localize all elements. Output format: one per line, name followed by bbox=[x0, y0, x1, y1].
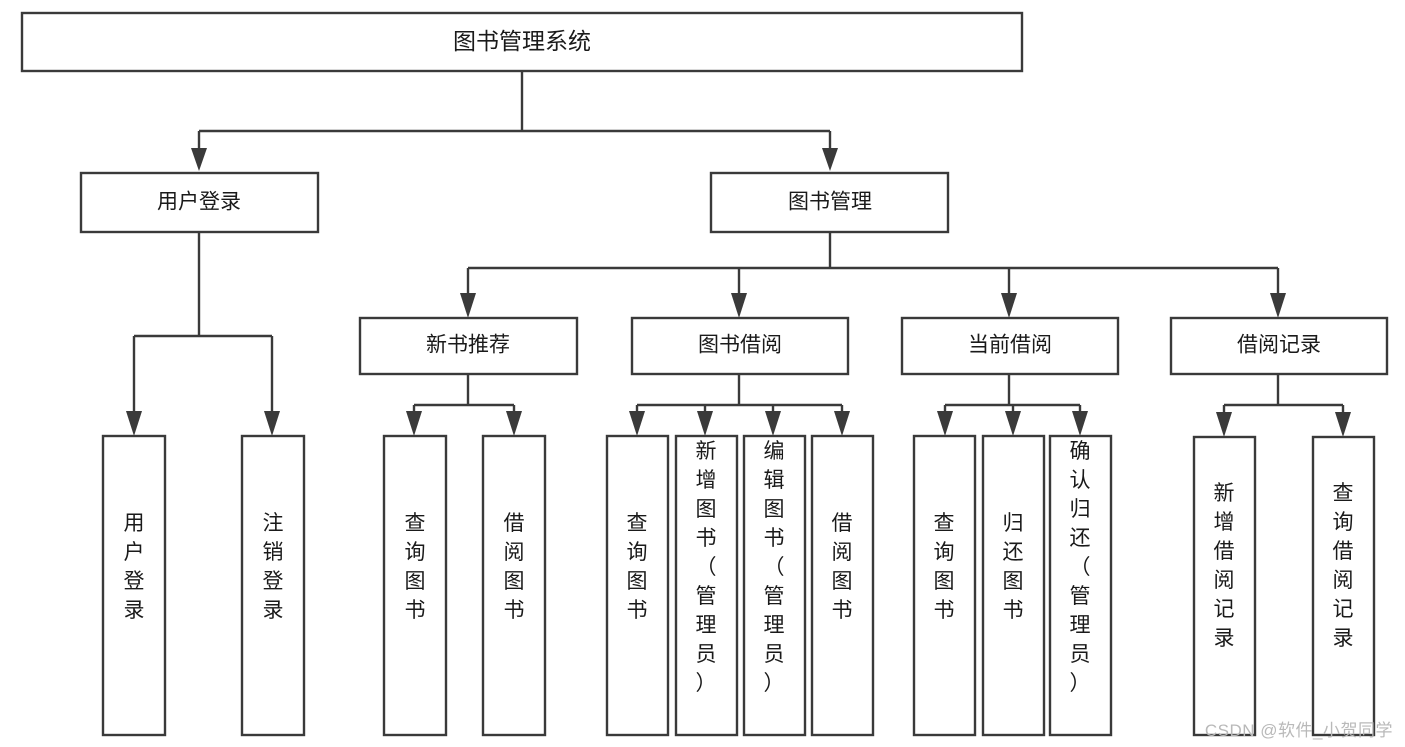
arrow-current-leaf-3 bbox=[1072, 411, 1088, 436]
arrow-root-to-book-mgmt bbox=[822, 148, 838, 171]
leaf-records-query-record[interactable]: 查询借阅记录 bbox=[1311, 435, 1376, 737]
arrow-current-leaf-2 bbox=[1005, 411, 1021, 436]
node-book-management[interactable]: 图书管理 bbox=[709, 171, 950, 234]
arrow-user-login-leaf-1 bbox=[126, 411, 142, 436]
leaf-records-query-record-box bbox=[1311, 435, 1376, 737]
arrow-borrow-leaf-3 bbox=[765, 411, 781, 436]
node-borrow-records-box bbox=[1169, 316, 1389, 376]
node-user-login-box bbox=[79, 171, 320, 234]
leaf-borrow-add-book-label: 新增图书（管理员） bbox=[696, 440, 717, 695]
node-user-login-label: 用户登录 bbox=[157, 191, 241, 214]
arrow-new-book-leaf-1 bbox=[406, 411, 422, 436]
leaf-new-book-borrow-label: 借阅图书 bbox=[504, 512, 525, 622]
arrow-book-mgmt-child-4 bbox=[1270, 293, 1286, 318]
leaf-borrow-query-book[interactable]: 查询图书 bbox=[605, 434, 670, 737]
node-book-borrow-label: 图书借阅 bbox=[698, 334, 782, 357]
leaf-user-login-login-box bbox=[101, 434, 167, 737]
arrow-borrow-leaf-4 bbox=[834, 411, 850, 436]
leaf-new-book-borrow[interactable]: 借阅图书 bbox=[481, 434, 547, 737]
leaf-new-book-query-box bbox=[382, 434, 448, 737]
leaf-new-book-query-label: 查询图书 bbox=[405, 512, 426, 622]
leaf-user-login-logout-box bbox=[240, 434, 306, 737]
leaf-current-query-book[interactable]: 查询图书 bbox=[912, 434, 977, 737]
leaf-current-return-book[interactable]: 归还图书 bbox=[981, 434, 1046, 737]
arrow-borrow-leaf-2 bbox=[697, 411, 713, 436]
arrow-book-mgmt-child-2 bbox=[731, 293, 747, 318]
node-book-management-label: 图书管理 bbox=[788, 191, 872, 214]
leaf-borrow-borrow-book[interactable]: 借阅图书 bbox=[810, 434, 875, 737]
arrow-book-mgmt-child-3 bbox=[1001, 293, 1017, 318]
leaf-new-book-borrow-box bbox=[481, 434, 547, 737]
leaf-user-login-logout-label: 注销登录 bbox=[263, 512, 284, 622]
arrow-borrow-leaf-1 bbox=[629, 411, 645, 436]
node-user-login[interactable]: 用户登录 bbox=[79, 171, 320, 234]
leaf-borrow-query-book-box bbox=[605, 434, 670, 737]
leaf-borrow-edit-book-label: 编辑图书（管理员） bbox=[764, 440, 785, 695]
node-new-book-recommend-label: 新书推荐 bbox=[426, 334, 510, 357]
leaf-records-query-record-label: 查询借阅记录 bbox=[1333, 482, 1354, 650]
node-current-borrow-box bbox=[900, 316, 1120, 376]
node-new-book-recommend-box bbox=[358, 316, 579, 376]
node-root-system-box bbox=[20, 11, 1024, 73]
node-book-borrow[interactable]: 图书借阅 bbox=[630, 316, 850, 376]
arrow-records-leaf-2 bbox=[1335, 412, 1351, 437]
node-current-borrow-label: 当前借阅 bbox=[968, 334, 1052, 357]
leaf-user-login-login[interactable]: 用户登录 bbox=[101, 434, 167, 737]
arrow-user-login-leaf-2 bbox=[264, 411, 280, 436]
leaf-current-query-book-box bbox=[912, 434, 977, 737]
leaf-borrow-edit-book[interactable]: 编辑图书（管理员） bbox=[742, 434, 807, 737]
leaf-current-confirm-return-label: 确认归还（管理员） bbox=[1070, 440, 1091, 695]
leaf-user-login-logout[interactable]: 注销登录 bbox=[240, 434, 306, 737]
arrow-root-to-user-login bbox=[191, 148, 207, 171]
leaf-borrow-add-book-box bbox=[674, 434, 739, 737]
node-new-book-recommend[interactable]: 新书推荐 bbox=[358, 316, 579, 376]
leaf-current-query-book-label: 查询图书 bbox=[934, 512, 955, 622]
leaf-new-book-query[interactable]: 查询图书 bbox=[382, 434, 448, 737]
leaf-current-confirm-return[interactable]: 确认归还（管理员） bbox=[1048, 434, 1113, 737]
leaf-borrow-borrow-book-label: 借阅图书 bbox=[832, 512, 853, 622]
node-root-system[interactable]: 图书管理系统 bbox=[20, 11, 1024, 73]
leaf-borrow-add-book[interactable]: 新增图书（管理员） bbox=[674, 434, 739, 737]
leaf-borrow-query-book-label: 查询图书 bbox=[627, 512, 648, 622]
arrow-book-mgmt-child-1 bbox=[460, 293, 476, 318]
node-borrow-records[interactable]: 借阅记录 bbox=[1169, 316, 1389, 376]
leaf-records-add-record-label: 新增借阅记录 bbox=[1214, 482, 1235, 650]
node-book-borrow-box bbox=[630, 316, 850, 376]
leaf-records-add-record[interactable]: 新增借阅记录 bbox=[1192, 435, 1257, 737]
node-root-system-label: 图书管理系统 bbox=[453, 28, 591, 54]
arrow-new-book-leaf-2 bbox=[506, 411, 522, 436]
arrow-current-leaf-1 bbox=[937, 411, 953, 436]
node-borrow-records-label: 借阅记录 bbox=[1237, 334, 1321, 357]
csdn-watermark: CSDN @软件_小贺同学 bbox=[1204, 721, 1393, 740]
node-current-borrow[interactable]: 当前借阅 bbox=[900, 316, 1120, 376]
node-book-management-box bbox=[709, 171, 950, 234]
leaf-current-return-book-box bbox=[981, 434, 1046, 737]
leaf-user-login-login-label: 用户登录 bbox=[124, 512, 145, 622]
leaf-records-add-record-box bbox=[1192, 435, 1257, 737]
connector-layer bbox=[126, 72, 1351, 437]
leaf-current-return-book-label: 归还图书 bbox=[1003, 512, 1024, 622]
arrow-records-leaf-1 bbox=[1216, 412, 1232, 437]
leaf-current-confirm-return-box bbox=[1048, 434, 1113, 737]
leaf-borrow-borrow-book-box bbox=[810, 434, 875, 737]
leaf-borrow-edit-book-box bbox=[742, 434, 807, 737]
